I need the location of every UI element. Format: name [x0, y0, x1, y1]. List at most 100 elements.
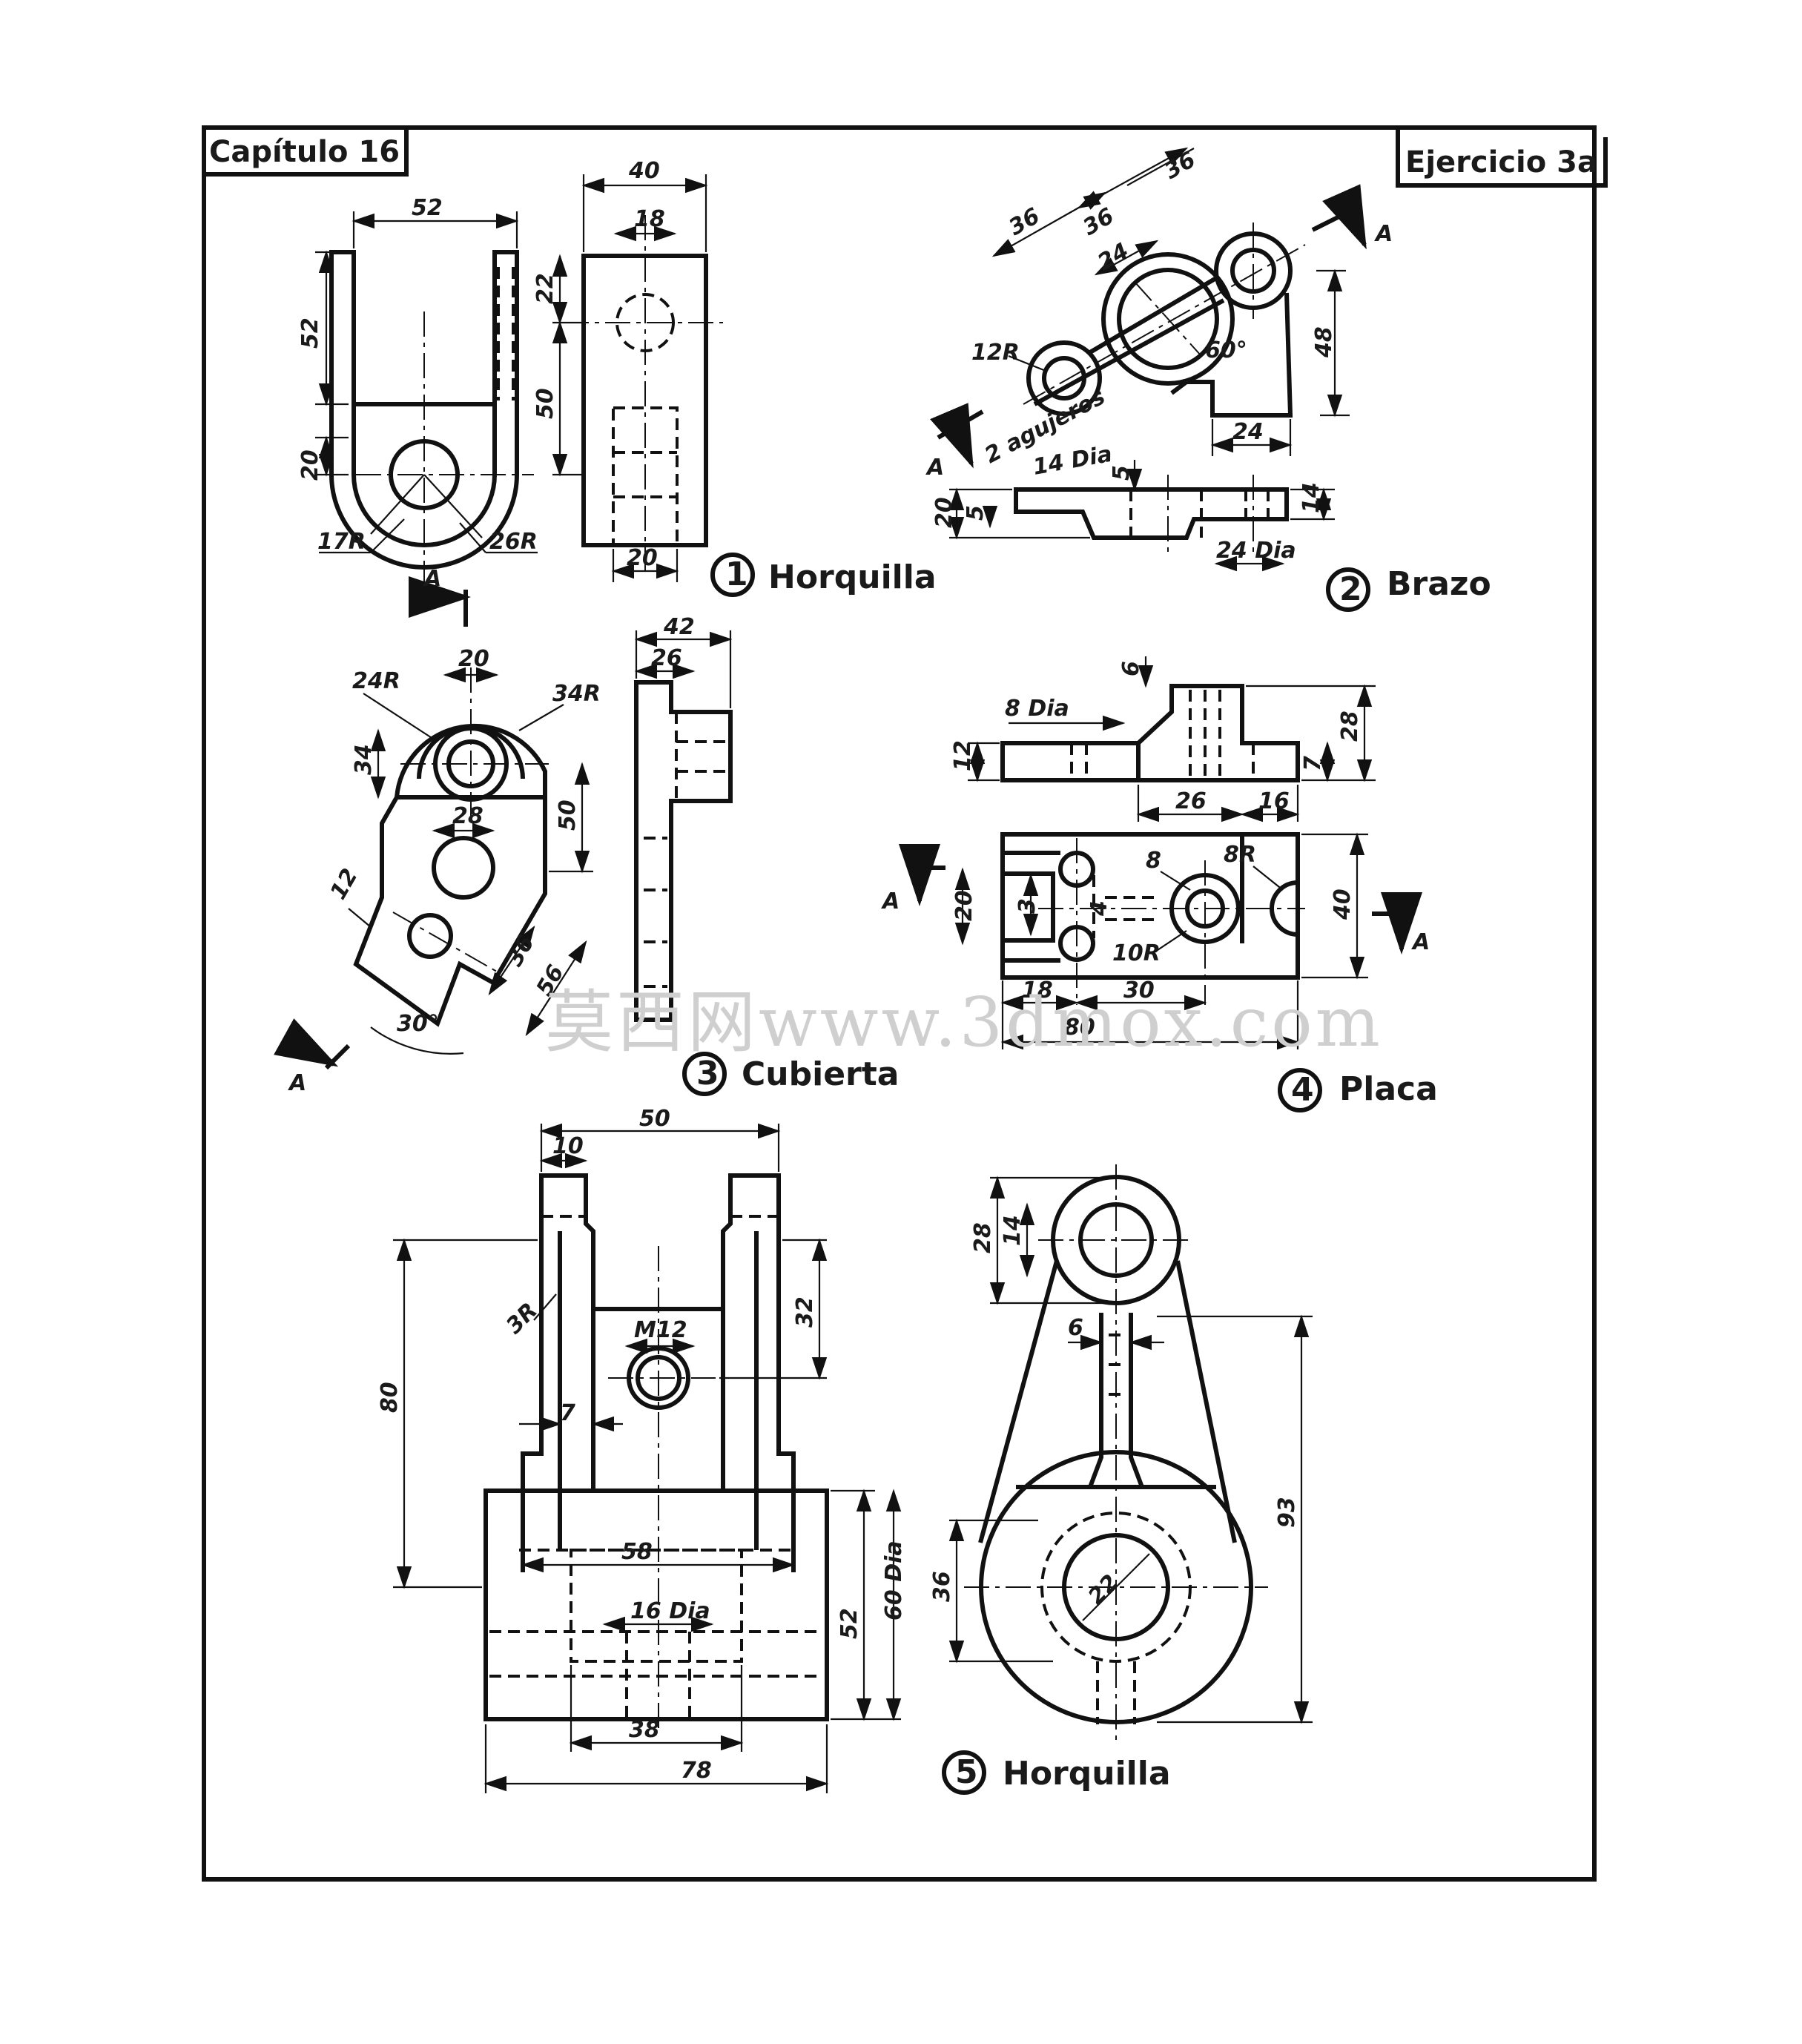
p4-dim-dia8: 8 Dia	[1005, 696, 1069, 722]
p5-dim-t6: 6	[1068, 1315, 1083, 1341]
p5-dim-m12: M12	[634, 1317, 687, 1343]
p5-dim-w38: 38	[629, 1717, 660, 1743]
p5-dim-dia60: 60 Dia	[881, 1540, 907, 1621]
p1-dim-h22: 22	[532, 273, 558, 304]
p1-dim-r26: 26R	[489, 529, 538, 555]
part1-section-mark: A	[409, 566, 471, 627]
part4-dimensions-top: 8 8R 20 3 4 10R 40 18 30 80	[951, 832, 1368, 1050]
part2-dimensions-front: 20 5 5 14 24 Dia	[931, 460, 1335, 572]
part1-dimensions-front: 52 52 20 17R 26R	[297, 195, 538, 555]
p5-dim-h52: 52	[836, 1608, 862, 1639]
part2-dimensions-top: 36 36 36 24 12R 60° 2 agujeros 14 Dia 48…	[971, 147, 1350, 481]
part5-number: 5	[955, 1753, 978, 1791]
p1-dim-r17: 17R	[317, 529, 366, 555]
p2-dim-w24: 24	[1232, 419, 1264, 445]
part4-dimensions-front: 8 Dia 6 12 28 7 26 16	[950, 656, 1376, 822]
p1-dim-h52: 52	[297, 317, 323, 349]
p4-dim-h40: 40	[1330, 889, 1356, 920]
p4-dim-h12: 12	[950, 740, 976, 771]
p3-dim-w12: 12	[326, 864, 363, 904]
p3-dim-h34: 34	[351, 744, 377, 775]
p2-dim-h5b: 5	[1109, 465, 1135, 481]
p1-dim-w40: 40	[628, 158, 660, 184]
p4-dim-n8: 8	[1146, 848, 1161, 874]
part3-front-view	[353, 667, 549, 1027]
p4-dim-w18: 18	[1022, 978, 1053, 1003]
p3-dim-r34: 34R	[552, 681, 601, 707]
p2-dim-angle: 60°	[1205, 337, 1247, 363]
part3-side-view	[634, 680, 733, 1022]
p4-dim-w80: 80	[1064, 1015, 1095, 1041]
part2-top-view	[1023, 222, 1306, 418]
p4-dim-r8: 8R	[1224, 842, 1256, 868]
part4-name: Placa	[1339, 1070, 1438, 1108]
p4-dim-h20: 20	[951, 890, 977, 921]
p2-dim-h14: 14	[1298, 482, 1324, 513]
p5-dim-h36: 36	[929, 1571, 955, 1602]
part2-name: Brazo	[1387, 565, 1491, 603]
p5-dim-h93: 93	[1274, 1497, 1300, 1528]
part1-front-view	[329, 250, 534, 586]
part5-front-view	[483, 1173, 829, 1728]
part1-dimensions-side: 40 18 22 50 20	[532, 158, 708, 582]
part3-label: 3 Cubierta	[682, 1052, 899, 1096]
part3-name: Cubierta	[742, 1055, 899, 1093]
p2-section-a1: A	[1374, 221, 1393, 247]
p4-dim-h28: 28	[1337, 711, 1363, 742]
part2-label: 2 Brazo	[1326, 565, 1491, 612]
p4-dim-w16: 16	[1258, 788, 1290, 814]
part5-name: Horquilla	[1003, 1755, 1171, 1793]
part3-section-mark: A	[274, 1018, 351, 1096]
p1-dim-w52: 52	[412, 195, 443, 221]
p4-dim-t6: 6	[1118, 661, 1144, 676]
part3-number: 3	[696, 1055, 719, 1092]
p2-dim-36b: 36	[1079, 203, 1119, 241]
p1-dim-h20: 20	[297, 449, 323, 481]
p5-dim-dia16: 16 Dia	[630, 1598, 710, 1624]
p2-dim-36c: 36	[1161, 147, 1201, 185]
part5-label: 5 Horquilla	[942, 1750, 1171, 1795]
part5-dimensions-front: 50 10 3R M12 32 80 7 58 16 Dia 52 60 Dia…	[377, 1106, 907, 1793]
part2-front-view	[1014, 475, 1289, 553]
p2-dim-r12: 12R	[971, 340, 1020, 366]
p2-dim-h5a: 5	[963, 505, 989, 521]
p3-dim-d36: 36	[502, 931, 540, 971]
p3-dim-r24: 24R	[352, 668, 400, 694]
p5-dim-h32: 32	[792, 1296, 818, 1328]
p3-section-label: A	[288, 1070, 306, 1096]
p1-dim-h50: 50	[532, 388, 558, 419]
p1-dim-w20: 20	[627, 545, 658, 571]
p4-dim-h4: 4	[1086, 900, 1112, 917]
p5-dim-w10: 10	[552, 1133, 584, 1159]
part1-side-view	[564, 215, 723, 571]
chapter-title: Capítulo 16	[209, 135, 400, 169]
part4-label: 4 Placa	[1278, 1068, 1438, 1112]
p4-section-right: A	[1411, 929, 1430, 955]
p2-section-a2: A	[925, 455, 944, 481]
p5-dim-w78: 78	[681, 1758, 712, 1784]
p4-dim-h7: 7	[1300, 756, 1326, 771]
p2-dim-h48: 48	[1311, 326, 1337, 358]
p4-section-left: A	[881, 889, 900, 914]
p2-dim-36a: 36	[1005, 203, 1045, 241]
p3-dim-h50: 50	[555, 800, 581, 831]
part1-name: Horquilla	[768, 558, 937, 596]
p4-dim-w26: 26	[1175, 788, 1207, 814]
exercise-title: Ejercicio 3a	[1405, 145, 1597, 179]
p5-dim-t7: 7	[560, 1400, 575, 1426]
p4-dim-w30: 30	[1123, 978, 1155, 1003]
part2-section-marks: A A	[925, 184, 1393, 481]
part4-number: 4	[1291, 1071, 1314, 1109]
p2-dim-dia24: 24 Dia	[1216, 538, 1296, 564]
exercise-box: Ejercicio 3a	[1396, 128, 1608, 188]
p1-dim-w18: 18	[634, 206, 665, 232]
watermark-text: 莫西网www.3dmox.com	[545, 983, 1383, 1062]
p3-dim-w20: 20	[458, 646, 489, 672]
p1-section-label: A	[423, 566, 441, 592]
part4-front-view	[1000, 684, 1300, 782]
part2-number: 2	[1339, 570, 1362, 608]
p3-dim-w26: 26	[651, 645, 682, 671]
p3-dim-w28: 28	[452, 803, 483, 829]
p5-dim-w50: 50	[639, 1106, 670, 1132]
p5-dim-h14: 14	[1000, 1215, 1026, 1246]
